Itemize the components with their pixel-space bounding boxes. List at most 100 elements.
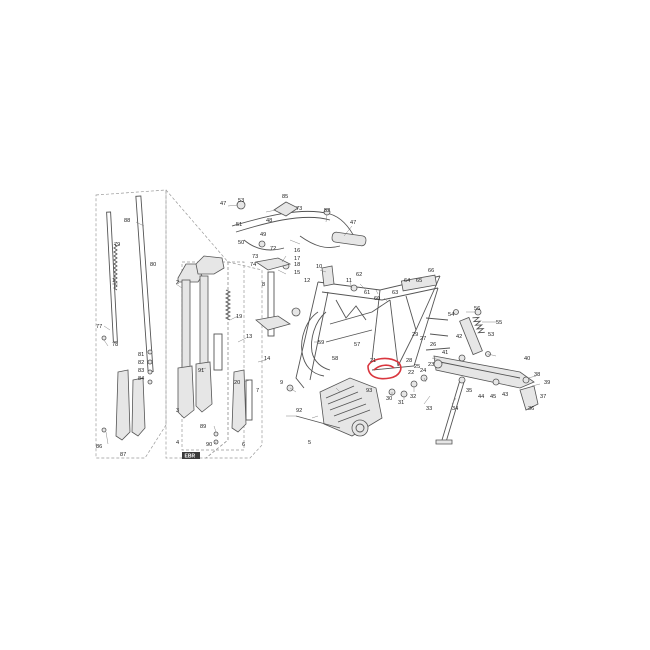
- callout-label: 51: [236, 222, 242, 228]
- fork-leg-right: [231, 369, 253, 433]
- callout-label: 81: [138, 352, 144, 358]
- callout-label: 43: [502, 392, 508, 398]
- callout-label: 7: [256, 388, 259, 394]
- callout-label: 3: [176, 408, 179, 414]
- callout-label: 48: [266, 218, 272, 224]
- callout-label: 9: [280, 380, 283, 386]
- callout-label: 85: [282, 194, 288, 200]
- swingarm: [433, 355, 539, 411]
- callout-label: 17: [294, 256, 300, 262]
- callout-label: 20: [234, 380, 240, 386]
- callout-label: 30: [386, 396, 392, 402]
- fork-assembly-center: [177, 255, 232, 419]
- callout-label: 31: [398, 400, 404, 406]
- callout-label: 78: [112, 342, 118, 348]
- callout-label: 2: [176, 280, 179, 286]
- callout-label: 63: [392, 290, 398, 296]
- callout-labels: 47 53 85 73 52 47 51 50 49 48 72 73 74 1…: [96, 194, 550, 458]
- callout-label: 22: [408, 370, 414, 376]
- callout-label: 36: [528, 406, 534, 412]
- callout-label: 83: [138, 368, 144, 374]
- callout-label: 90: [206, 442, 212, 448]
- callout-label: 44: [478, 394, 484, 400]
- callout-label: 24: [420, 368, 426, 374]
- callout-label: 92: [296, 408, 302, 414]
- steering-stem: [254, 257, 301, 337]
- callout-label: 74: [250, 262, 256, 268]
- callout-label: 18: [294, 262, 300, 268]
- callout-label: 12: [304, 278, 310, 284]
- callout-label: 19: [236, 314, 242, 320]
- callout-label: 52: [324, 208, 330, 214]
- callout-label: 88: [124, 218, 130, 224]
- callout-label: 82: [138, 360, 144, 366]
- callout-label: 91: [198, 368, 204, 374]
- callout-label: 5: [308, 440, 311, 446]
- callout-label: 42: [456, 334, 462, 340]
- callout-label: 38: [534, 372, 540, 378]
- callout-label: 57: [354, 342, 360, 348]
- callout-label: 84: [138, 376, 144, 382]
- fork-exploded-panel: [95, 189, 263, 459]
- callout-label: 93: [366, 388, 372, 394]
- callout-label: 29: [412, 332, 418, 338]
- callout-label: 35: [466, 388, 472, 394]
- callout-label: 10: [316, 264, 322, 270]
- callout-label: 13: [246, 334, 252, 340]
- callout-label: 72: [270, 246, 276, 252]
- callout-label: 79: [114, 242, 120, 248]
- callout-label: 56: [474, 306, 480, 312]
- callout-label: 34: [452, 406, 458, 412]
- callout-label: 50: [238, 240, 244, 246]
- callout-label: 47: [220, 201, 226, 207]
- callout-label: 73: [296, 206, 302, 212]
- callout-label: 65: [416, 278, 422, 284]
- svg-text:EBR: EBR: [185, 454, 196, 460]
- callout-label: 26: [430, 342, 436, 348]
- rear-shock: [458, 308, 485, 362]
- callout-label: 80: [150, 262, 156, 268]
- main-frame: [295, 265, 441, 389]
- callout-label: 62: [356, 272, 362, 278]
- callout-label: 27: [420, 336, 426, 342]
- callout-label: 53: [238, 198, 244, 204]
- callout-label: 45: [490, 394, 496, 400]
- callout-label: 14: [264, 356, 270, 362]
- callout-label: 40: [524, 356, 530, 362]
- side-stand: [435, 376, 466, 445]
- callout-label: 21: [370, 358, 376, 364]
- highlighted-skid-bracket: [367, 357, 402, 380]
- callout-label: 4: [176, 440, 179, 446]
- callout-label: 49: [260, 232, 266, 238]
- fork-lower-leg-left: [115, 369, 146, 441]
- engine-block: [319, 377, 383, 437]
- callout-label: 6: [242, 442, 245, 448]
- hardware-bolts: [101, 284, 500, 445]
- handlebar-assembly: [231, 200, 367, 270]
- callout-label: 39: [544, 380, 550, 386]
- callout-label: 53: [488, 332, 494, 338]
- callout-label: 25: [414, 364, 420, 370]
- callout-label: 8: [262, 282, 265, 288]
- callout-label: 16: [294, 248, 300, 254]
- callout-label: 89: [200, 424, 206, 430]
- callout-label: 41: [442, 350, 448, 356]
- callout-label: 47: [350, 220, 356, 226]
- callout-label: 15: [294, 270, 300, 276]
- fork-spring: [113, 243, 118, 291]
- callout-label: 54: [448, 312, 454, 318]
- callout-label: 61: [364, 290, 370, 296]
- callout-label: 32: [410, 394, 416, 400]
- callout-label: 11: [346, 278, 352, 284]
- callout-label: 23: [428, 362, 434, 368]
- exhaust-pipe: [301, 311, 331, 377]
- callout-label: 28: [406, 358, 412, 364]
- callout-label: 66: [428, 268, 434, 274]
- leader-lines: [103, 204, 541, 445]
- callout-label: 77: [96, 324, 102, 330]
- callout-label: 59: [318, 340, 324, 346]
- callout-label: 33: [426, 406, 432, 412]
- callout-label: 73: [252, 254, 258, 260]
- callout-label: 87: [120, 452, 126, 458]
